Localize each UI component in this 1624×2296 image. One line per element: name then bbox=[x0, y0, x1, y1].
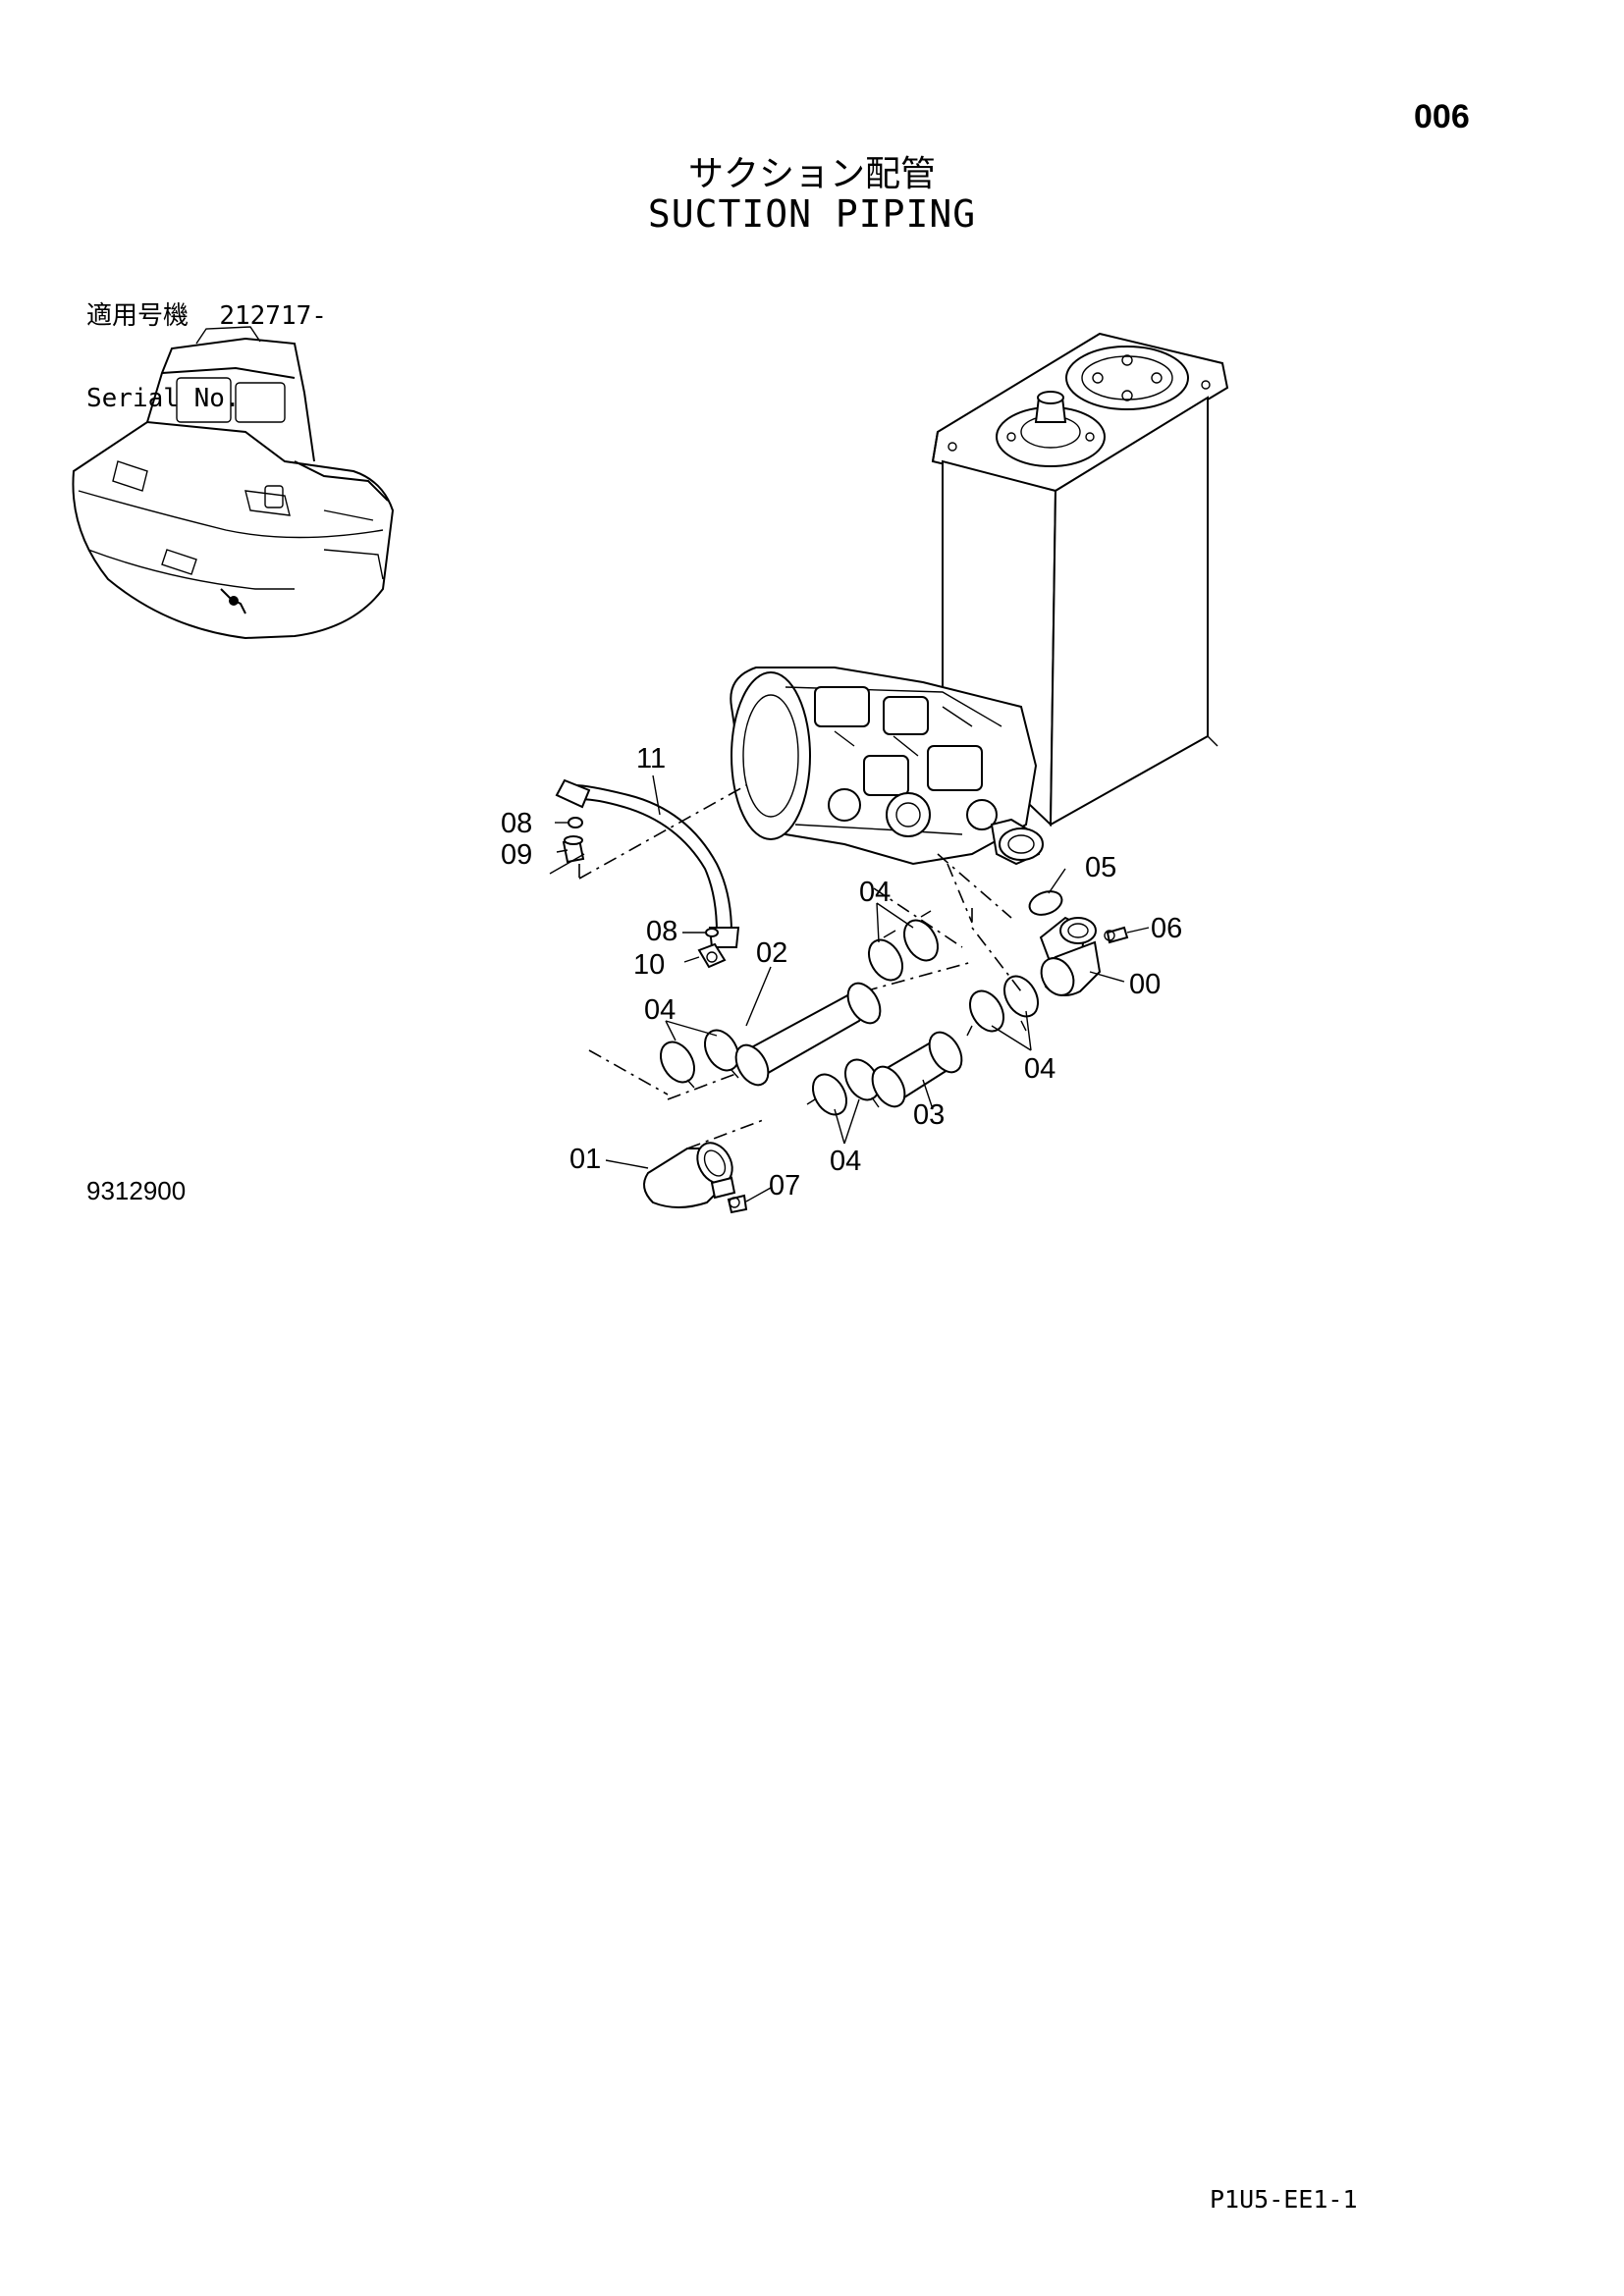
fittings bbox=[549, 817, 727, 969]
leader-lines bbox=[555, 774, 1150, 1202]
callout-08-lower: 08 bbox=[646, 916, 677, 947]
machine-locator-sketch bbox=[72, 326, 395, 640]
callout-04-top: 04 bbox=[859, 877, 891, 908]
callout-02: 02 bbox=[756, 937, 787, 969]
callout-04-bottom: 04 bbox=[830, 1146, 861, 1177]
callout-11: 11 bbox=[636, 743, 666, 774]
callout-08-upper: 08 bbox=[501, 808, 532, 839]
serial-label-jp: 適用号機 bbox=[86, 301, 189, 331]
callout-labels: 11 08 09 08 10 05 06 04 02 00 04 04 03 0… bbox=[501, 743, 1182, 1201]
title-english: SUCTION PIPING bbox=[647, 192, 977, 236]
part-01-suction-pipe bbox=[643, 1142, 748, 1214]
hydraulic-tank bbox=[931, 332, 1229, 828]
serial-number: 212717- bbox=[219, 301, 327, 331]
figure-number: 9312900 bbox=[86, 1176, 187, 1205]
main-pump bbox=[730, 667, 1044, 866]
callout-10: 10 bbox=[633, 949, 665, 981]
page-reference: P1U5-EE1-1 bbox=[1210, 2185, 1358, 2214]
part-03-suction-hose bbox=[871, 1031, 963, 1108]
callout-05: 05 bbox=[1085, 852, 1116, 883]
title-japanese: サクション配管 bbox=[687, 154, 936, 194]
serial-block: 適用号機 212717- Serial No. bbox=[86, 247, 327, 440]
callout-07: 07 bbox=[769, 1170, 800, 1201]
callout-04-left: 04 bbox=[644, 994, 676, 1026]
callout-04-right: 04 bbox=[1024, 1053, 1056, 1085]
assembly-lines bbox=[578, 784, 1022, 1149]
hose-clamps bbox=[659, 910, 1040, 1116]
part-02-suction-hose bbox=[734, 982, 882, 1087]
callout-01: 01 bbox=[569, 1144, 601, 1175]
callout-00: 00 bbox=[1129, 969, 1161, 1000]
callout-06: 06 bbox=[1151, 913, 1182, 944]
serial-label-en: Serial No. bbox=[86, 384, 241, 413]
callout-03: 03 bbox=[913, 1099, 945, 1131]
page-number: 006 bbox=[1414, 98, 1470, 135]
callout-09: 09 bbox=[501, 839, 532, 871]
suction-elbow-assembly bbox=[1028, 890, 1129, 996]
